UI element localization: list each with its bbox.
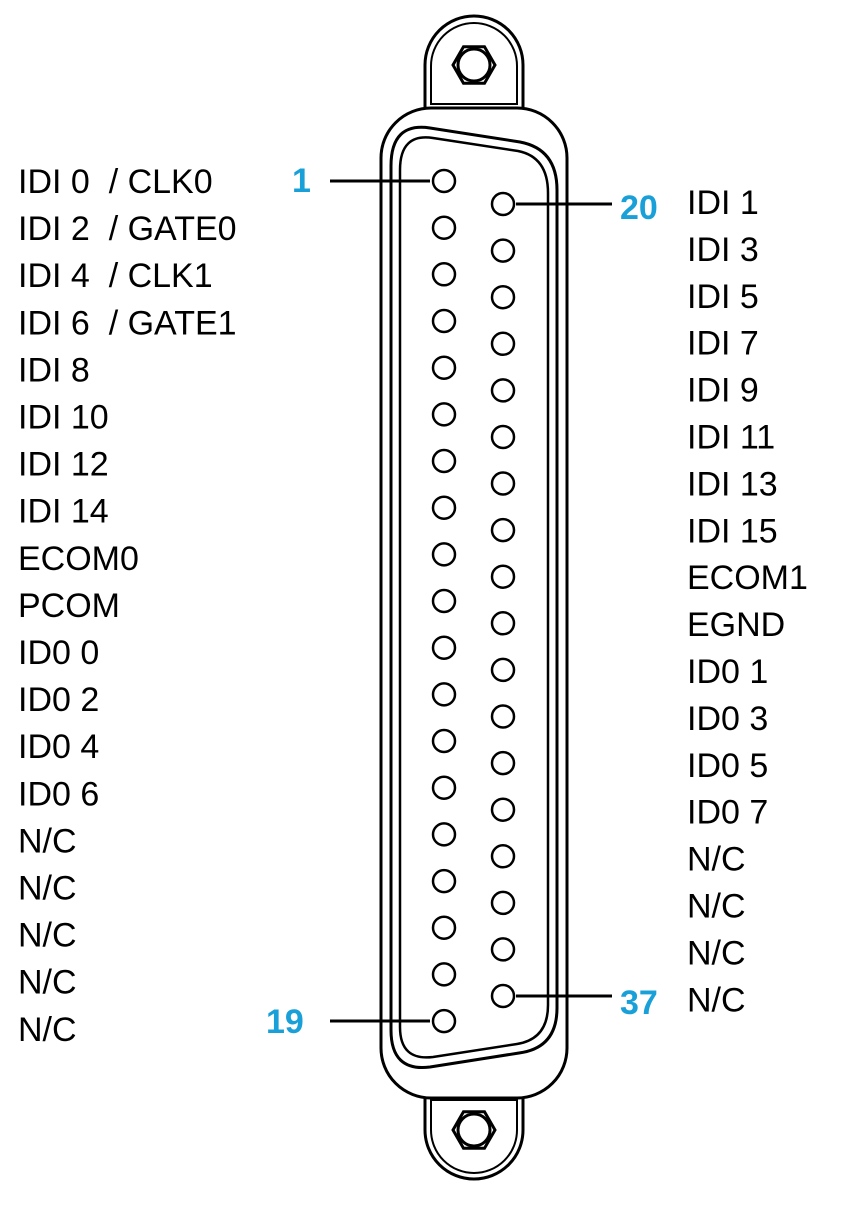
pin-25 [490,424,516,450]
pin-22 [490,284,516,310]
pin-23 [490,331,516,357]
pin-4 [431,308,457,334]
pin-19 [431,1008,457,1034]
top-mounting-screw-icon [423,14,525,112]
signal-label-pin-11: ID0 0 [18,634,99,672]
pin-10 [431,588,457,614]
signal-label-pin-20: IDI 1 [687,184,759,222]
pin-5 [431,355,457,380]
signal-label-pin-9: ECOM0 [18,540,139,578]
pin-2 [431,215,457,240]
connector-shell-inner [398,136,550,1059]
signal-label-pin-34: N/C [687,841,746,879]
pin-9 [431,542,457,567]
pin-36 [490,937,516,962]
pin-11 [431,635,457,660]
signal-label-pin-29: EGND [687,606,785,644]
signal-label-pin-25: IDI 11 [687,419,775,457]
signal-label-pin-14: ID0 6 [18,775,99,813]
connector-shell-outer [389,125,559,1070]
signal-label-pin-26: IDI 13 [687,465,778,503]
pin-30 [490,657,516,683]
signal-label-pin-10: PCOM [18,587,120,625]
signal-label-pin-17: N/C [18,917,77,955]
pin-29 [490,611,516,636]
pin-number-20: 20 [620,189,658,227]
signal-label-pin-1: IDI 0 / CLK0 [18,163,213,201]
pin-row-1-19 [431,168,457,1034]
signal-label-pin-3: IDI 4 / CLK1 [18,257,213,295]
pin-number-37: 37 [620,984,658,1022]
pin-leader-lines [330,179,612,1023]
signal-label-pin-19: N/C [18,1011,77,1049]
signal-label-pin-21: IDI 3 [687,231,759,269]
signal-label-pin-18: N/C [18,964,77,1002]
pin-33 [490,797,516,822]
signal-labels-pins-20-37: IDI 1 IDI 3 IDI 5 IDI 7 IDI 9 IDI 11 IDI 13 IDI… [687,184,808,1019]
pin-3 [431,262,457,287]
pin-37 [490,983,516,1009]
pin-1 [431,168,457,194]
signal-label-pin-33: ID0 7 [687,794,768,832]
signal-label-pin-27: IDI 15 [687,512,778,550]
pin-21 [490,238,516,263]
pin-34 [490,844,516,869]
signal-label-pin-13: ID0 4 [18,728,99,766]
signal-label-pin-31: ID0 3 [687,700,768,738]
pin-16 [431,868,457,894]
pin-number-19: 19 [266,1003,304,1041]
pin-27 [490,517,516,543]
pin-35 [490,890,516,916]
pin-26 [490,471,516,496]
pin-12 [431,682,457,707]
signal-label-pin-16: N/C [18,870,77,908]
signal-label-pin-6: IDI 10 [18,399,109,437]
signal-label-pin-7: IDI 12 [18,446,109,484]
signal-label-pin-5: IDI 8 [18,351,90,389]
signal-label-pin-15: N/C [18,822,77,860]
pin-24 [490,378,516,403]
signal-label-pin-36: N/C [687,934,746,972]
signal-label-pin-12: ID0 2 [18,681,99,719]
pin-15 [431,822,457,847]
pin-number-1: 1 [292,162,311,200]
pin-31 [490,704,516,729]
pin-8 [431,495,457,520]
signal-label-pin-35: N/C [687,888,746,926]
pin-28 [490,564,516,589]
signal-label-pin-30: ID0 1 [687,653,768,691]
pin-7 [431,448,457,474]
signal-label-pin-22: IDI 5 [687,278,759,316]
pin-32 [490,750,516,776]
pin-14 [431,775,457,800]
signal-label-pin-2: IDI 2 / GATE0 [18,210,237,248]
pin-17 [431,915,457,940]
pin-13 [431,728,457,754]
pin-20 [490,191,516,217]
signal-label-pin-4: IDI 6 / GATE1 [18,304,237,342]
pin-row-20-37 [490,191,516,1009]
signal-label-pin-28: ECOM1 [687,559,808,597]
signal-label-pin-32: ID0 5 [687,747,768,785]
pin-18 [431,962,457,987]
signal-label-pin-24: IDI 9 [687,372,759,410]
pin-6 [431,402,457,427]
signal-label-pin-8: IDI 14 [18,493,109,531]
signal-label-pin-37: N/C [687,981,746,1019]
signal-label-pin-23: IDI 7 [687,325,759,363]
bottom-mounting-screw-icon [423,1093,525,1181]
